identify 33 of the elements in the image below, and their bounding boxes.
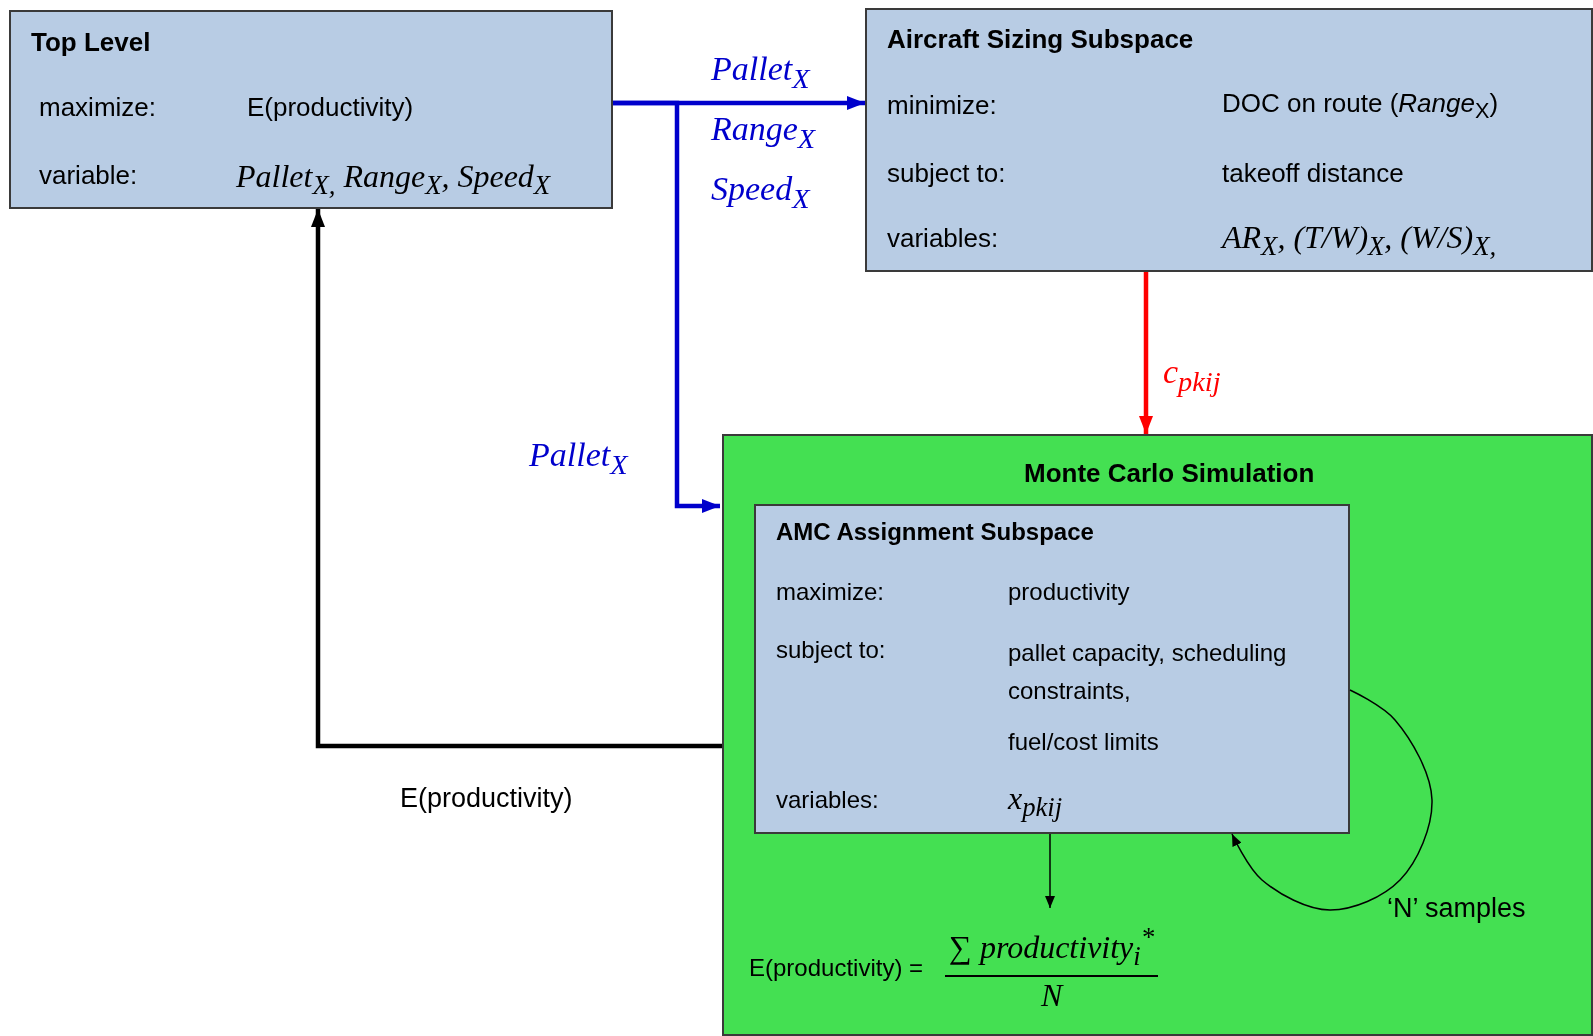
box-text: minimize: [887,90,997,122]
process-box [754,504,1350,834]
arrow [613,100,720,513]
box-text: variable: [39,160,138,192]
box-text: AR$_{X}$, (T/W)$_{X}$, (W/S)$_{X,}$ [1222,218,1497,263]
box-heading: Monte Carlo Simulation [1024,458,1315,490]
box-text: productivity [1008,578,1130,607]
box-text: variables: [887,223,999,255]
formula-text: E(productivity) = [749,954,924,982]
box-text: takeoff distance [1222,158,1404,190]
box-text: subject to: [887,158,1006,190]
fraction-denominator: N [1040,976,1063,1014]
box-text: DOC on route (Range$_{X}$) [1222,88,1499,125]
box-text: x$_{pkij}$ [1008,779,1063,824]
box-text: Pallet$_{X,}$ Range$_{X}$, Speed$_{X}$ [236,157,551,202]
box-text: fuel/cost limits [1008,728,1159,757]
box-heading: AMC Assignment Subspace [776,518,1094,547]
box-text: pallet capacity, scheduling constraints, [1008,638,1288,706]
box-text: variables: [776,786,879,815]
process-box [9,10,613,209]
box-text: maximize: [39,92,156,124]
arrow [311,209,722,749]
box-heading: Top Level [31,27,151,59]
arrow [1231,689,1433,911]
arrow [1045,833,1055,909]
edge-label: Pallet$_{X}$ Range$_{X}$ Speed$_{X}$ [711,49,817,216]
box-text: maximize: [776,578,884,607]
box-text: subject to: [776,636,886,665]
arrow [1139,272,1153,434]
box-heading: Aircraft Sizing Subspace [887,24,1194,56]
process-box [865,8,1593,272]
simulation-panel [722,434,1593,1036]
box-text: E(productivity) [247,92,414,124]
